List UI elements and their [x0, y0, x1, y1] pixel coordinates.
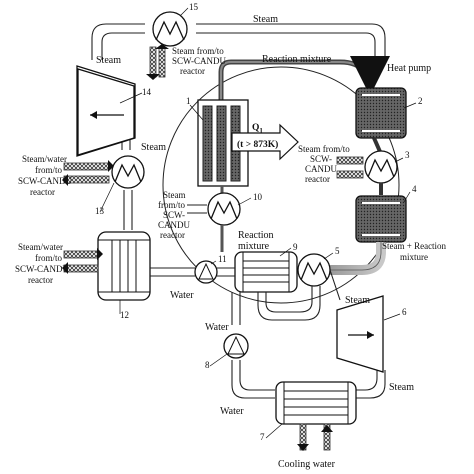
- label-heat-pump: Heat pump: [387, 63, 431, 74]
- label-steam-fromto-3-d: reactor: [305, 174, 330, 184]
- label-steam-mid-left: Steam: [141, 142, 166, 153]
- label-12: 12: [120, 310, 129, 320]
- label-q: Q1: [252, 123, 263, 135]
- loop-circle: [162, 66, 400, 304]
- lower-piping: [231, 269, 386, 399]
- label-7: 7: [260, 432, 265, 442]
- heat-exchanger-5: [297, 253, 331, 287]
- label-steam-reaction-a: Steam + Reaction: [382, 241, 447, 251]
- turbine-14: [76, 65, 136, 157]
- label-reaction-mixture-top: Reaction mixture: [262, 54, 332, 65]
- leader-lines: [99, 7, 417, 439]
- heat-exchanger-3: [336, 150, 398, 184]
- heat-exchanger-13: [62, 155, 145, 189]
- label-4: 4: [412, 184, 417, 194]
- label-steam-top: Steam: [253, 14, 278, 25]
- vessel-12: [62, 231, 151, 301]
- label-temperature: (t > 873K): [237, 139, 278, 150]
- vessel-9: [234, 251, 298, 293]
- label-steam-right-mid: Steam: [345, 295, 370, 306]
- label-steam-fromto-10-e: reactor: [160, 230, 185, 240]
- label-13: 13: [95, 206, 105, 216]
- label-reaction-mixture-mid-b: mixture: [238, 241, 270, 252]
- label-steam-left-top: Steam: [96, 55, 121, 66]
- label-steam-water-12-d: reactor: [28, 275, 53, 285]
- heat-exchanger-10: [187, 192, 241, 252]
- label-11: 11: [218, 254, 227, 264]
- label-steam-fromto-15-a: Steam from/to: [172, 46, 224, 56]
- label-14: 14: [142, 87, 152, 97]
- label-15: 15: [189, 2, 199, 12]
- label-reaction-mixture-mid-a: Reaction: [238, 230, 274, 241]
- label-steam-water-13-b: from/to: [35, 165, 62, 175]
- label-steam-fromto-3-b: SCW-: [310, 154, 332, 164]
- label-steam-water-13-d: reactor: [30, 187, 55, 197]
- label-steam-fromto-15-b: SCW-CANDU: [172, 56, 227, 66]
- label-8: 8: [205, 360, 210, 370]
- steam-pipe-top: [91, 23, 386, 62]
- label-steam-water-13-a: Steam/water: [22, 154, 67, 164]
- label-steam-fromto-3-c: CANDU: [305, 164, 338, 174]
- condenser-7: [275, 381, 357, 451]
- label-9: 9: [293, 242, 298, 252]
- label-10: 10: [253, 192, 263, 202]
- turbine-6: [336, 295, 384, 373]
- label-1: 1: [186, 96, 191, 106]
- compressor-2: [355, 87, 407, 155]
- pump-8: [223, 333, 249, 359]
- label-3: 3: [405, 150, 410, 160]
- label-2: 2: [418, 96, 423, 106]
- label-steam-fromto-10-b: from/to: [158, 200, 185, 210]
- label-5: 5: [335, 246, 340, 256]
- label-steam-fromto-10-c: SCW-: [163, 210, 185, 220]
- label-6: 6: [402, 307, 407, 317]
- label-water-8: Water: [205, 322, 229, 333]
- label-steam-water-12-b: from/to: [35, 253, 62, 263]
- label-steam-water-12-a: Steam/water: [18, 242, 63, 252]
- label-steam-fromto-15-c: reactor: [180, 66, 205, 76]
- label-water-7: Water: [220, 406, 244, 417]
- label-steam-right-low: Steam: [389, 382, 414, 393]
- label-steam-water-13-c: SCW-CANDU: [18, 176, 73, 186]
- label-steam-fromto-10-a: Steam: [163, 190, 186, 200]
- label-steam-fromto-3-a: Steam from/to: [298, 144, 350, 154]
- pump-11: [150, 260, 235, 284]
- heat-exchanger-15: [146, 11, 188, 80]
- label-cooling-water: Cooling water: [278, 459, 336, 470]
- label-water-11: Water: [170, 290, 194, 301]
- label-steam-fromto-10-d: CANDU: [158, 220, 191, 230]
- label-steam-reaction-b: mixture: [400, 252, 428, 262]
- label-steam-water-12-c: SCW-CANDU: [15, 264, 70, 274]
- reactor-1: [197, 99, 299, 200]
